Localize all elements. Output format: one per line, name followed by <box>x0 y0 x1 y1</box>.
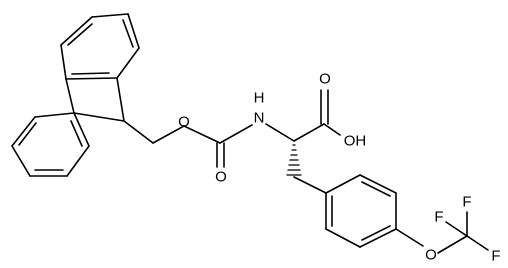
bond <box>359 174 397 194</box>
bond-double-inner <box>361 225 391 241</box>
fluorene-five-ring <box>65 77 125 122</box>
bond <box>183 125 221 144</box>
bond <box>116 77 125 122</box>
bond <box>293 176 327 194</box>
bond <box>73 112 90 147</box>
bond <box>325 228 361 248</box>
bond <box>60 16 93 46</box>
bond <box>91 13 129 18</box>
atom-f-top: F <box>462 194 471 211</box>
bond <box>65 78 75 114</box>
atom-f-left: F <box>434 209 443 226</box>
atom-f-right: F <box>491 248 500 265</box>
bond-double-inner <box>18 122 37 146</box>
atom-o-ester: O <box>178 114 190 131</box>
bond <box>325 174 361 194</box>
bond <box>11 145 31 177</box>
trifluoromethoxy-group <box>395 211 489 254</box>
bond-double-inner <box>122 19 134 48</box>
stereo-hashed-bond <box>286 144 302 176</box>
atom-h-amine: H <box>254 90 265 107</box>
bond-double-inner <box>361 181 391 197</box>
carbamate-linker <box>123 120 253 168</box>
bond <box>152 125 185 144</box>
phenyl-ring <box>325 174 397 248</box>
bond <box>123 120 154 144</box>
bond <box>437 235 468 254</box>
bond <box>65 77 118 80</box>
fluorene-upper-ring <box>60 13 140 80</box>
bond <box>445 221 468 237</box>
atom-o-acid-carbonyl: O <box>319 71 331 88</box>
atom-labels: O O N H O OH O F F F <box>178 71 500 265</box>
bond <box>359 228 397 248</box>
bond <box>127 13 140 49</box>
bond <box>60 44 67 80</box>
bond <box>219 124 253 144</box>
fluorenyl-group <box>11 13 140 177</box>
bond <box>11 116 36 147</box>
atom-n-amine: N <box>254 110 265 127</box>
bond <box>323 123 341 136</box>
bond <box>66 145 90 177</box>
bond <box>265 123 295 142</box>
bond <box>34 112 75 118</box>
atom-oh-acid: OH <box>344 133 367 150</box>
bond <box>293 123 325 142</box>
bond-double-inner <box>71 72 110 75</box>
bond-double-inner <box>67 23 93 46</box>
bond <box>116 47 140 79</box>
atom-o-carbonyl: O <box>215 169 227 186</box>
bond <box>395 228 424 247</box>
amino-acid-backbone <box>265 89 341 194</box>
bond <box>73 112 125 122</box>
atom-o-ether: O <box>425 247 437 264</box>
fluorene-lower-ring <box>11 112 90 177</box>
bond <box>466 235 489 251</box>
bond-double-inner <box>70 120 83 147</box>
